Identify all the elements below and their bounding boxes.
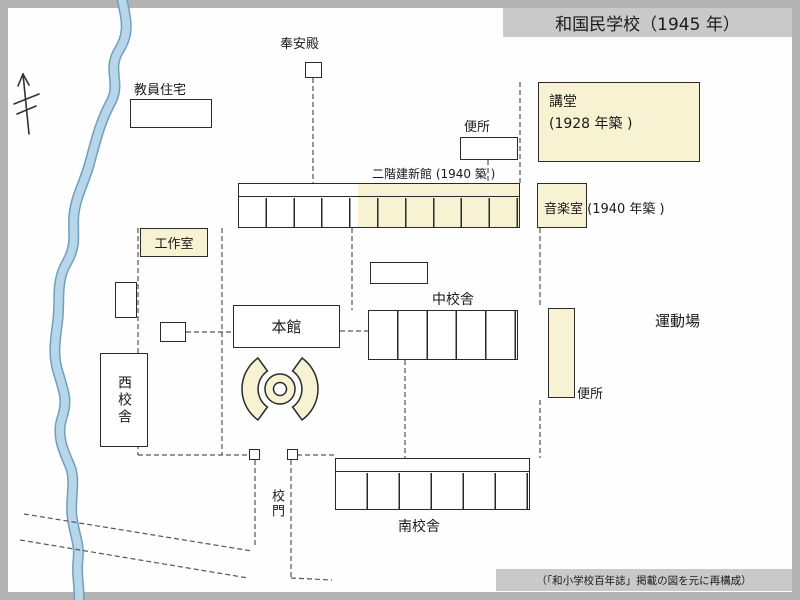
building-west-wing: 西校舎	[100, 353, 148, 447]
label-music-room: 音楽室 (1940 年築 )	[544, 202, 665, 217]
south-wing-corridor-band	[336, 459, 529, 472]
label-auditorium-year: (1928 年築 )	[549, 116, 633, 133]
building-teachers-housing	[130, 99, 212, 128]
label-main-building: 本館	[271, 318, 302, 336]
label-hoanden: 奉安殿	[280, 37, 320, 52]
label-workshop: 工作室	[154, 237, 194, 252]
label-middle-wing: 中校舎	[432, 292, 474, 308]
building-hoanden	[305, 62, 322, 78]
building-toilet-east	[548, 308, 575, 398]
label-west-wing: 西校舎	[116, 374, 132, 426]
building-main: 本館	[233, 305, 340, 348]
label-toilet-north: 便所	[464, 120, 491, 135]
label-toilet-east: 便所	[577, 387, 604, 402]
source-credit: （「和小学校百年誌」掲載の図を元に再構成）	[496, 569, 792, 591]
building-south-wing	[335, 458, 530, 510]
annex-corridor-band	[239, 184, 519, 197]
building-small-annex-b	[115, 282, 137, 318]
label-teachers-housing: 教員住宅	[134, 83, 187, 98]
map-title: 和国民学校（1945 年）	[503, 8, 792, 37]
label-south-wing: 南校舎	[398, 519, 440, 535]
south-wing-room-dividers	[336, 473, 529, 509]
label-two-story-annex: 二階建新館 (1940 築 )	[372, 167, 496, 181]
gate-pillar-left	[249, 449, 260, 460]
building-small-annex-a	[370, 262, 428, 284]
building-workshop: 工作室	[140, 228, 208, 257]
building-middle-wing	[368, 310, 518, 360]
label-school-gate: 校門	[269, 489, 284, 519]
building-two-story-annex	[238, 183, 520, 228]
gate-pillar-right	[287, 449, 298, 460]
annex-room-dividers	[239, 198, 519, 227]
label-playground: 運動場	[655, 312, 701, 330]
building-small-annex-c	[160, 322, 186, 342]
building-auditorium: 講堂 (1928 年築 )	[538, 82, 700, 162]
building-toilet-north	[460, 137, 518, 160]
building-music-room	[537, 183, 587, 228]
label-auditorium: 講堂	[549, 94, 577, 110]
